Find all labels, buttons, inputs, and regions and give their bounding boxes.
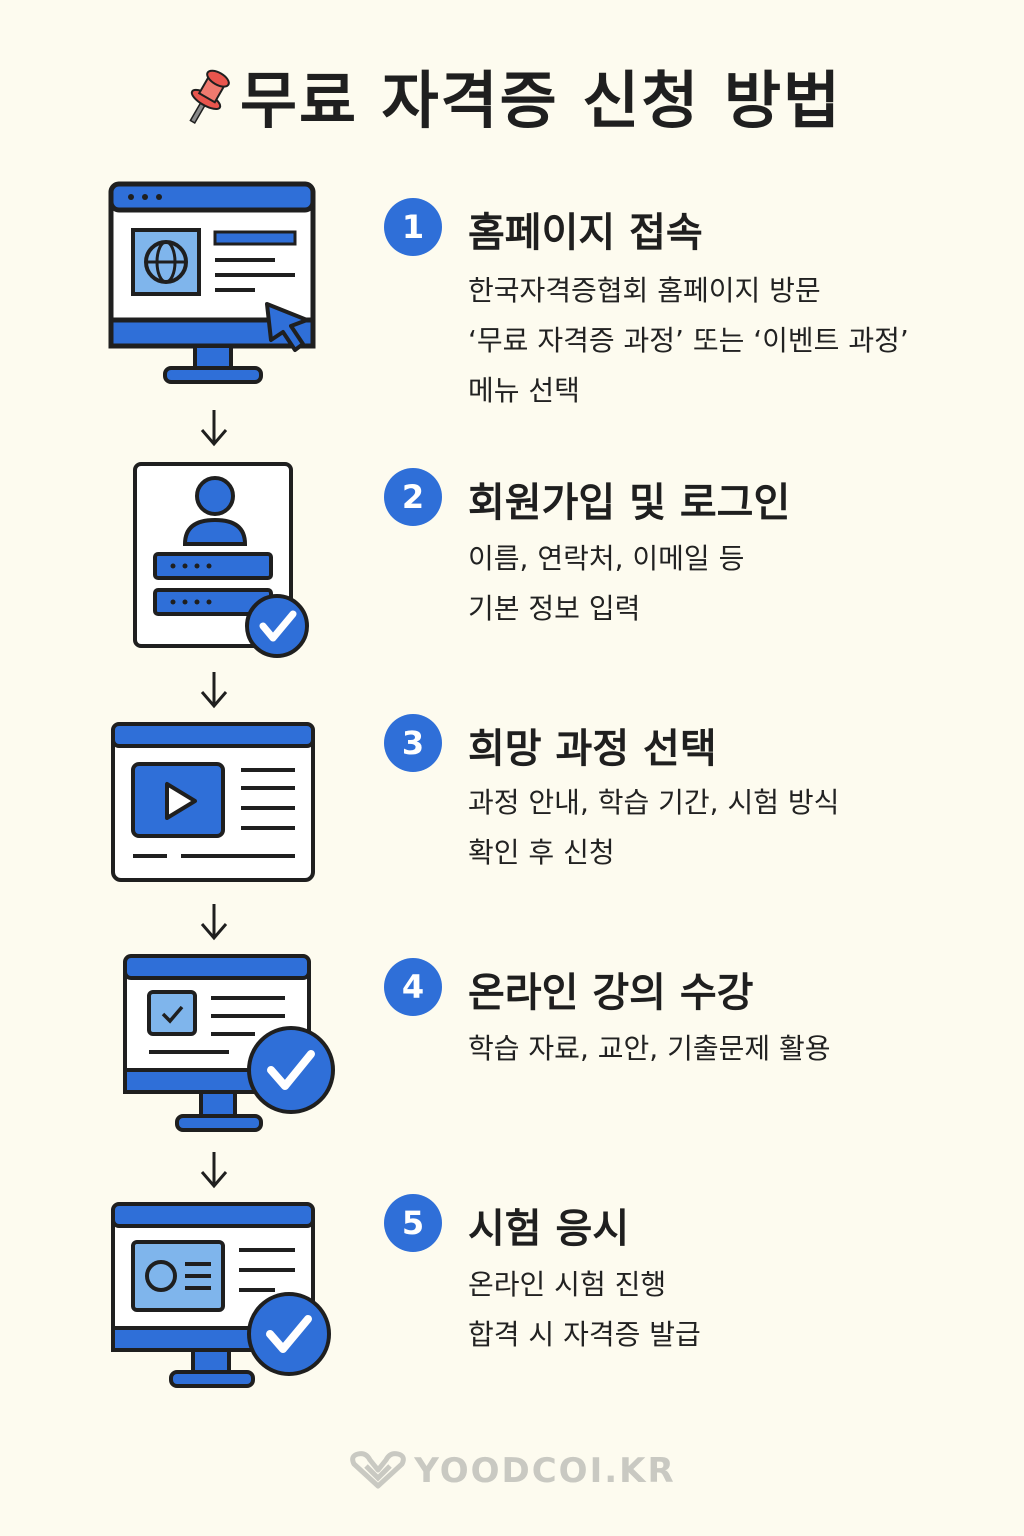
step-title: 온라인 강의 수강 [468,970,754,1016]
user-login-icon [133,462,309,658]
step-description: 과정 안내, 학습 기간, 시험 방식 확인 후 신청 [468,778,839,878]
description-line: 이름, 연락처, 이메일 등 [468,542,745,575]
step-number-badge: 1 [384,198,442,256]
step-number-badge: 3 [384,714,442,772]
down-arrow-icon [200,904,228,941]
description-line: 과정 안내, 학습 기간, 시험 방식 [468,786,840,819]
description-line: 확인 후 신청 [468,836,615,869]
step-title: 희망 과정 선택 [468,726,717,772]
down-arrow-icon [200,672,228,709]
down-arrow-icon [200,410,228,447]
down-arrow-icon [200,1152,228,1189]
browser-globe-icon [108,181,316,384]
video-course-icon [111,722,315,882]
step-description: 한국자격증협회 홈페이지 방문 ‘무료 자격증 과정’ 또는 ‘이벤트 과정’ … [468,266,909,416]
step-title: 회원가입 및 로그인 [468,480,791,526]
step-number-badge: 2 [384,468,442,526]
description-line: 기본 정보 입력 [468,592,641,625]
monitor-check-icon [123,954,335,1132]
step-number-badge: 5 [384,1194,442,1252]
pushpin-icon [189,69,230,125]
description-line: 학습 자료, 교안, 기출문제 활용 [468,1032,831,1065]
step-number-badge: 4 [384,958,442,1016]
step-description: 온라인 시험 진행 합격 시 자격증 발급 [468,1260,701,1360]
step-description: 이름, 연락처, 이메일 등 기본 정보 입력 [468,534,744,634]
description-line: ‘무료 자격증 과정’ 또는 ‘이벤트 과정’ [468,324,909,357]
heart-logo-icon [350,1451,407,1489]
page-title-text: 무료 자격증 신청 방법 [239,64,843,137]
description-line: 온라인 시험 진행 [468,1268,667,1301]
step-title: 홈페이지 접속 [468,210,703,256]
footer-brand-text: YOODCOI.KR [414,1451,676,1491]
monitor-id-icon [111,1202,331,1388]
description-line: 메뉴 선택 [468,374,580,407]
step-title: 시험 응시 [468,1206,630,1252]
footer-brand: YOODCOI.KR [0,1450,1024,1491]
description-line: 합격 시 자격증 발급 [468,1318,701,1351]
description-line: 한국자격증협회 홈페이지 방문 [468,274,821,307]
step-description: 학습 자료, 교안, 기출문제 활용 [468,1024,831,1074]
page-title: 무료 자격증 신청 방법 [0,50,1024,140]
